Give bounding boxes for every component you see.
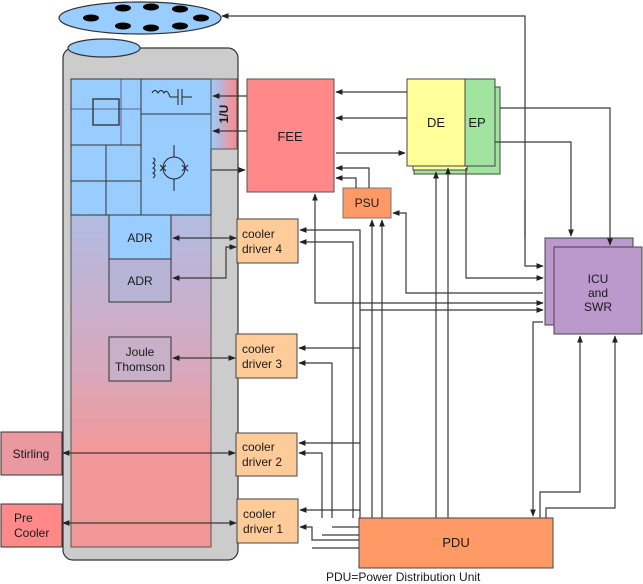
cooler-driver-4: cooler driver 4 [236,218,299,264]
wire-pdu-cd4-b [299,239,354,518]
cryostat-window [67,38,141,58]
stirling-block: Stirling [0,431,63,476]
wire-pdu-icu-a [539,335,583,518]
wire-ep-icu-a [500,107,613,246]
lc-circuit-icon [151,89,192,105]
adr-bottom-label: ADR [127,274,153,288]
filter-wheel [58,1,222,35]
adr-bottom-block: ADR [108,258,172,303]
fee-block: FEE [246,78,335,193]
wire-icu-filterwheel [221,13,526,238]
joule-thomson-block: Joule Thomson [108,336,172,382]
icu-label-1: ICU [588,272,609,286]
lc-circuit [140,78,212,115]
one-over-u-label: 1/U [217,105,231,124]
de-label: DE [427,115,445,130]
cooler-driver-1: cooler driver 1 [236,498,299,544]
wire-cd3-b [298,360,333,518]
cooler-driver-1-label-1: cooler [243,507,276,521]
icu-swr-block: ICU and SWR [544,237,643,335]
cooler-driver-3-label-1: cooler [242,342,275,356]
adr-top-block: ADR [108,214,172,260]
squid-icon [152,145,189,191]
icu-label-3: SWR [584,300,612,314]
squid-cell [140,113,212,216]
pre-cooler-block: Pre Cooler [0,503,63,548]
detector-array [70,78,142,216]
connections [62,13,618,549]
pixel-icon [92,98,120,126]
adr-top-label: ADR [127,231,153,245]
fee-label: FEE [277,129,303,144]
cooler-driver-4-label-1: cooler [242,227,275,241]
cooler-driver-4-label-2: driver 4 [242,242,282,256]
psu-block: PSU [342,187,392,219]
cooler-driver-2: cooler driver 2 [235,432,298,477]
wire-pdu-cd4-a [299,227,361,518]
pre-cooler-label-2: Cooler [14,526,49,540]
pdu-label: PDU [442,535,469,550]
icu-label-2: and [588,286,608,300]
one-over-u-block: 1/U [210,78,238,150]
cooler-driver-3: cooler driver 3 [235,333,298,379]
psu-label: PSU [355,196,380,210]
de-ep-block: DE EP [406,78,501,175]
cooler-driver-1-label-2: driver 1 [243,522,283,536]
wire-icu-pdu [533,321,543,516]
wire-pdu-icu-b [545,335,618,518]
wire-cd2-b [298,450,323,518]
stirling-label: Stirling [13,447,50,461]
joule-thomson-label-1: Joule [126,345,155,359]
cooler-driver-3-label-2: driver 3 [242,357,282,371]
wire-cd1-b [299,524,359,541]
wire-top-icu [524,200,544,269]
cooler-driver-2-label-1: cooler [242,440,275,454]
cooler-driver-2-label-2: driver 2 [242,455,282,469]
wire-cd4-adr-bottom [172,244,237,281]
pre-cooler-label-1: Pre [14,511,33,525]
joule-thomson-label-2: Thomson [115,360,165,374]
caption: PDU=Power Distribution Unit [326,570,481,584]
wire-psu-fee-b [335,175,357,188]
wire-ep-icu-b [495,141,574,237]
pdu-block: PDU [358,517,554,569]
ep-label: EP [468,115,485,130]
wire-de-icu [465,168,544,281]
wire-psu-fee-a [335,165,370,188]
wire-icu-psu [392,210,543,294]
